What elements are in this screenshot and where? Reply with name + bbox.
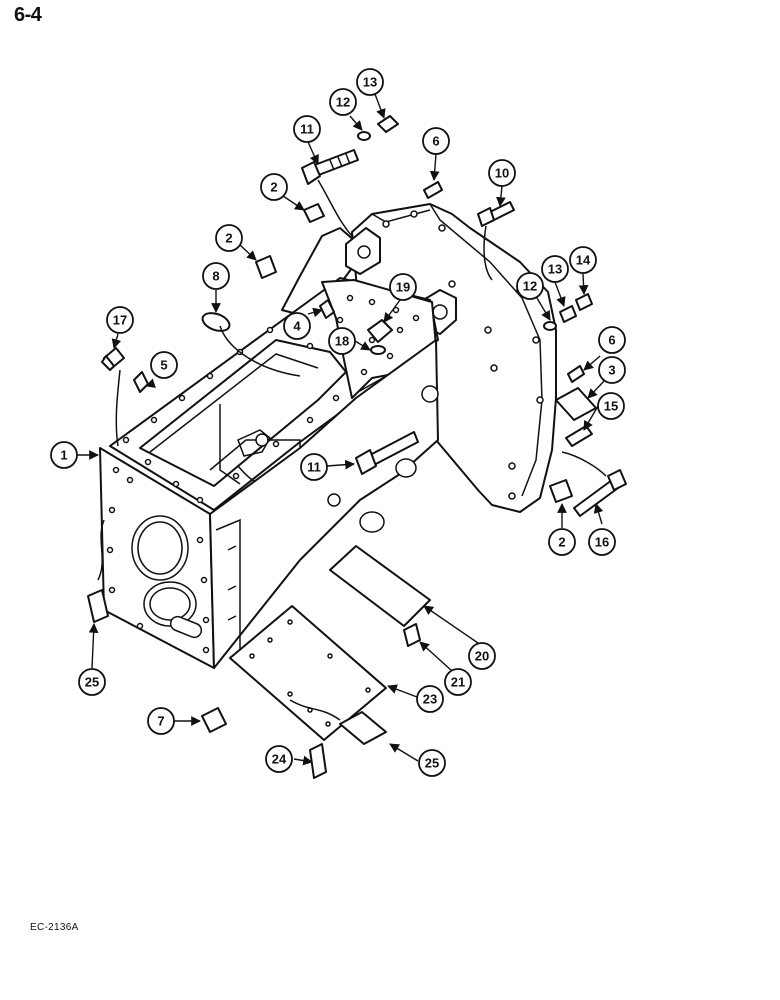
callout-2: 2 [548,528,576,556]
plug-7 [201,707,227,733]
callout-13: 13 [541,255,569,283]
nut-13-right [559,305,577,323]
svg-text:2: 2 [225,231,232,246]
callout-10: 10 [488,159,516,187]
svg-text:8: 8 [212,269,219,284]
callout-12: 12 [329,88,357,116]
dowel-4 [319,299,335,319]
bolt-11-mid [355,431,419,475]
callout-12: 12 [516,272,544,300]
washer-12-top [357,131,371,141]
svg-text:15: 15 [604,399,618,414]
svg-text:11: 11 [300,122,314,137]
screw-24 [309,743,327,779]
svg-text:12: 12 [336,95,350,110]
svg-text:3: 3 [608,363,615,378]
svg-text:5: 5 [160,358,167,373]
nut-13-top [377,115,399,133]
svg-text:20: 20 [475,649,489,664]
svg-text:1: 1 [60,448,67,463]
bolt-17 [101,347,125,371]
callout-1: 1 [50,441,78,469]
callout-11: 11 [293,115,321,143]
callout-2: 2 [260,173,288,201]
svg-text:11: 11 [307,460,321,475]
svg-text:25: 25 [425,756,439,771]
svg-text:25: 25 [85,675,99,690]
callout-17: 17 [106,306,134,334]
leader-lines [64,93,606,766]
callout-5: 5 [150,351,178,379]
nut-14 [575,293,593,311]
bolt-11-top [301,149,359,185]
svg-text:17: 17 [113,313,127,328]
callout-2: 2 [215,224,243,252]
callout-19: 19 [389,273,417,301]
svg-text:19: 19 [396,280,410,295]
sensor-25-left [87,589,109,623]
wire-25-left [97,519,105,581]
callout-25: 25 [78,668,106,696]
screw-21 [403,623,421,647]
svg-text:13: 13 [548,262,562,277]
svg-text:16: 16 [595,535,609,550]
pin-3 [555,387,597,421]
callout-3: 3 [598,356,626,384]
callout-6: 6 [422,127,450,155]
svg-text:23: 23 [423,692,437,707]
callout-16: 16 [588,528,616,556]
washer-12-right [543,321,557,331]
seal-18 [370,345,386,355]
callout-20: 20 [468,642,496,670]
seal-ring-8 [201,312,231,332]
svg-text:14: 14 [576,253,591,268]
cover-plate-20 [329,545,431,627]
svg-text:6: 6 [608,333,615,348]
bushing-2-top [303,203,325,223]
svg-text:18: 18 [335,334,349,349]
callout-11: 11 [300,453,328,481]
callout-23: 23 [416,685,444,713]
sensor-25-right [339,711,387,745]
callout-7: 7 [147,707,175,735]
bolt-16 [573,469,627,517]
side-face [209,339,439,669]
callout-4: 4 [283,312,311,340]
callout-6: 6 [598,326,626,354]
svg-text:21: 21 [451,675,465,690]
callout-24: 24 [265,745,293,773]
bushing-2-right [549,479,573,503]
bushing-2-left [255,255,277,279]
svg-text:12: 12 [523,279,537,294]
wire-25-right [289,699,341,721]
svg-text:2: 2 [558,535,565,550]
svg-text:24: 24 [272,752,287,767]
dowel-6-right [567,365,585,383]
svg-text:4: 4 [293,319,301,334]
dowel-5 [133,371,149,393]
svg-text:2: 2 [270,180,277,195]
figure-code: EC-2136A [30,922,79,933]
svg-text:7: 7 [157,714,164,729]
bolt-10 [477,201,515,227]
dowel-6-top [423,181,443,199]
bolt-15 [565,425,593,447]
page-number: 6-4 [14,4,42,26]
callout-18: 18 [328,327,356,355]
svg-text:6: 6 [432,134,439,149]
callout-21: 21 [444,668,472,696]
plug-19 [367,319,393,343]
callout-14: 14 [569,246,597,274]
callout-25: 25 [418,749,446,777]
callout-15: 15 [597,392,625,420]
callout-13: 13 [356,68,384,96]
callout-8: 8 [202,262,230,290]
svg-text:10: 10 [495,166,509,181]
svg-text:13: 13 [363,75,377,90]
